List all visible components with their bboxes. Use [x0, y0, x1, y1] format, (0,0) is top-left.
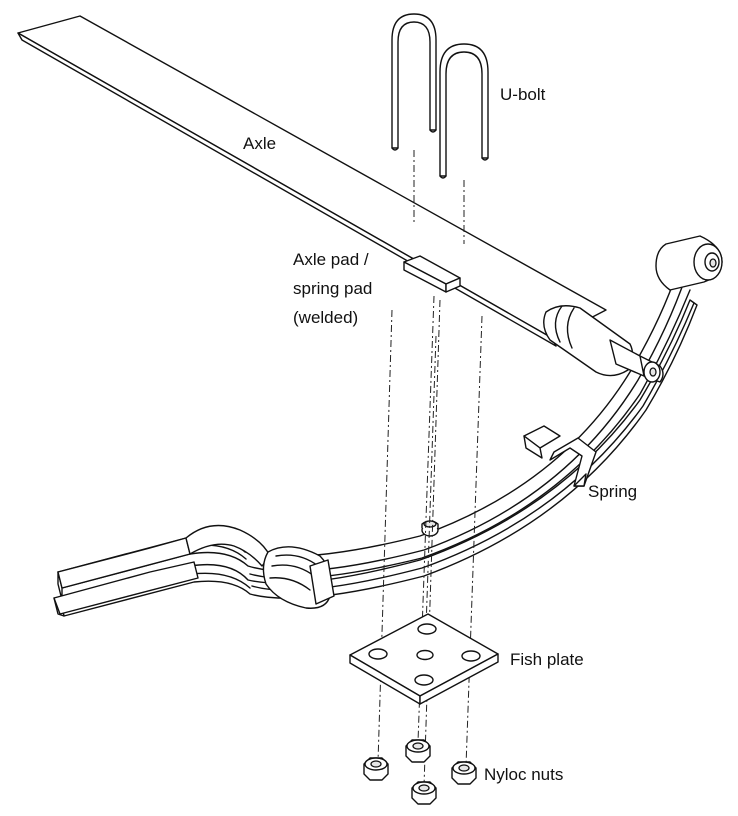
- label-axle-pad-line2: spring pad: [293, 279, 372, 298]
- nyloc-nut: [363, 757, 389, 781]
- labels: U-bolt Axle Axle pad / spring pad (welde…: [243, 85, 637, 784]
- nyloc-nut: [405, 739, 431, 763]
- axle-pad: [403, 255, 461, 293]
- label-u-bolt: U-bolt: [500, 85, 546, 104]
- label-nyloc-nuts: Nyloc nuts: [484, 765, 563, 784]
- label-axle-pad-line1: Axle pad /: [293, 250, 369, 269]
- label-spring: Spring: [588, 482, 637, 501]
- nyloc-nut: [451, 761, 477, 785]
- leaf-spring: [53, 235, 723, 617]
- nyloc-nuts: [363, 739, 477, 805]
- nyloc-nut: [411, 781, 437, 805]
- axle: [17, 15, 664, 383]
- u-bolt: [391, 13, 489, 179]
- label-axle-pad-line3: (welded): [293, 308, 358, 327]
- fish-plate: [349, 613, 499, 705]
- label-fish-plate: Fish plate: [510, 650, 584, 669]
- label-axle: Axle: [243, 134, 276, 153]
